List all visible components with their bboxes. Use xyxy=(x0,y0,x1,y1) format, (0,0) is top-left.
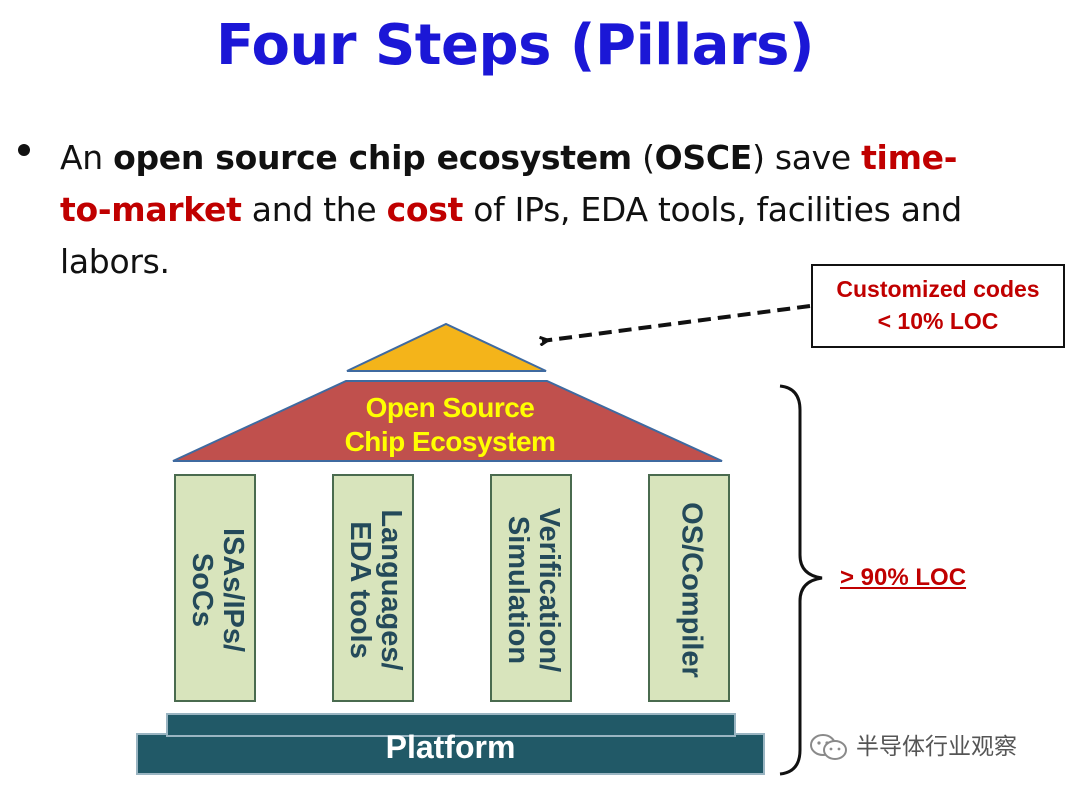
capstone-triangle xyxy=(346,322,547,372)
pillar-label-line-1: Languages/ xyxy=(375,509,407,671)
pillar-languages-eda-tools: Languages/ EDA tools xyxy=(332,474,414,702)
bullet-osce-abbr: OSCE xyxy=(654,138,753,177)
curly-brace xyxy=(779,384,823,776)
wechat-icon xyxy=(810,734,847,760)
roof-label-line-1: Open Source xyxy=(365,392,535,423)
loc-brace-label: > 90% LOC xyxy=(840,564,967,591)
pillar-verification-simulation: Verification/ Simulation xyxy=(490,474,572,702)
pillar-label-line-1: ISAs/IPs/ xyxy=(217,527,249,653)
bullet-text-part: ) save xyxy=(752,138,862,177)
bullet-osce-phrase: open source chip ecosystem xyxy=(113,138,632,177)
watermark-text: 半导体行业观察 xyxy=(856,734,1017,760)
platform-label: Platform xyxy=(385,729,516,765)
pillar-label-line-2: SoCs xyxy=(186,552,218,628)
pillar-label: Verification/ Simulation xyxy=(502,470,565,710)
platform-base xyxy=(136,733,765,775)
bullet-dot-icon xyxy=(18,144,30,156)
pillar-label-line-2: Simulation xyxy=(502,515,534,665)
bullet-text: An open source chip ecosystem (OSCE) sav… xyxy=(60,132,990,288)
bullet-text-part: of IPs, EDA tools, facilities and labors… xyxy=(60,190,962,281)
roof-label-line-2: Chip Ecosystem xyxy=(344,426,556,457)
pillar-label-line-1: Verification/ xyxy=(533,507,565,673)
bullet-cost: cost xyxy=(386,190,464,229)
bullet-time-to-market: time-to-market xyxy=(60,138,958,229)
bullet-text-part: and the xyxy=(241,190,387,229)
pillar-label-line-2: EDA tools xyxy=(344,521,376,659)
pillar-label: ISAs/IPs/ SoCs xyxy=(186,470,249,710)
watermark: 半导体行业观察 xyxy=(808,730,1017,764)
pillar-isas-ips-socs: ISAs/IPs/ SoCs xyxy=(174,474,256,702)
slide-title: Four Steps (Pillars) xyxy=(216,13,815,78)
platform-step xyxy=(166,713,736,737)
pillar-label: OS/Compiler xyxy=(675,470,708,710)
callout-line-1: Customized codes xyxy=(836,276,1040,302)
pillar-label: Languages/ EDA tools xyxy=(344,470,407,710)
bullet-text-part: ( xyxy=(631,138,655,177)
pillar-os-compiler: OS/Compiler xyxy=(648,474,730,702)
callout-line-2: < 10% LOC xyxy=(877,308,999,334)
roof-shape xyxy=(172,380,723,462)
roof-label: Open Source Chip Ecosystem xyxy=(300,391,600,459)
bullet-text-part: An xyxy=(60,138,114,177)
dashed-arrow xyxy=(542,304,811,341)
customized-codes-callout: Customized codes < 10% LOC xyxy=(811,264,1065,348)
pillar-label-line-1: OS/Compiler xyxy=(675,502,708,678)
